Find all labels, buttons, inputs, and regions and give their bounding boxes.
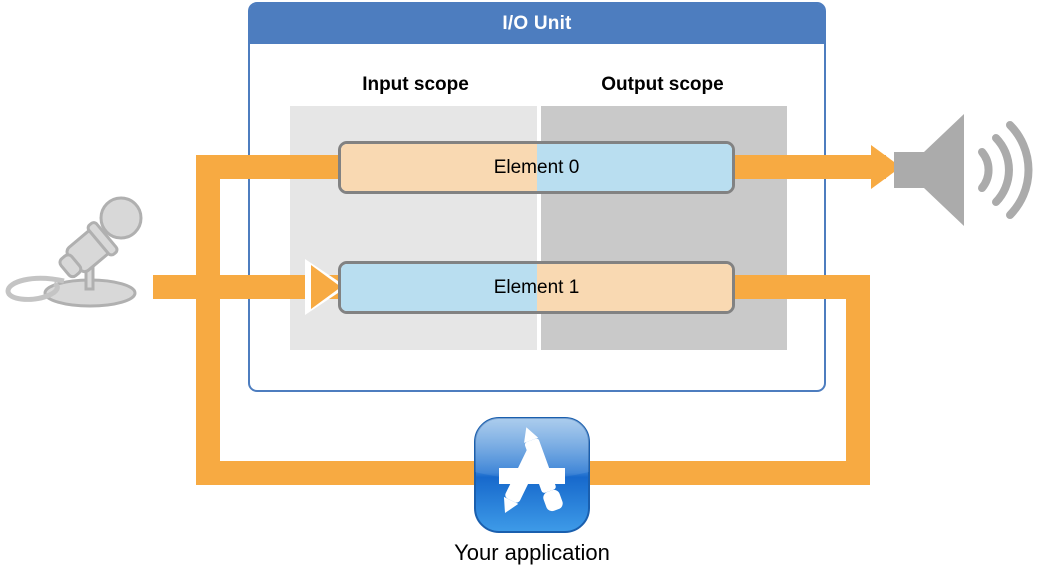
microphone-icon: [5, 196, 143, 308]
flow-left-riser: [196, 155, 220, 485]
element-0-input-half: [341, 144, 537, 191]
input-scope-label: Input scope: [362, 74, 469, 95]
flow-element1-output: [726, 275, 870, 299]
flow-element0-output: [726, 155, 886, 179]
flow-right-descender: [846, 275, 870, 473]
flow-element0-input: [196, 155, 348, 179]
element-1-output-half: [536, 264, 732, 311]
output-scope-label: Output scope: [601, 74, 724, 95]
element-1-input-half: [341, 264, 537, 311]
element-0-label: Element 0: [493, 156, 580, 178]
speaker-icon: [894, 114, 1033, 226]
element-0-output-half: [536, 144, 732, 191]
app-store-icon[interactable]: [473, 416, 591, 534]
element-1-label: Element 1: [493, 276, 580, 298]
io-unit-title: I/O Unit: [250, 4, 824, 44]
arrowhead-into-element1: [311, 265, 341, 309]
application-caption: Your application: [454, 540, 610, 565]
element-0-bar[interactable]: Element 0: [338, 141, 735, 194]
element-1-bar[interactable]: Element 1: [338, 261, 735, 314]
